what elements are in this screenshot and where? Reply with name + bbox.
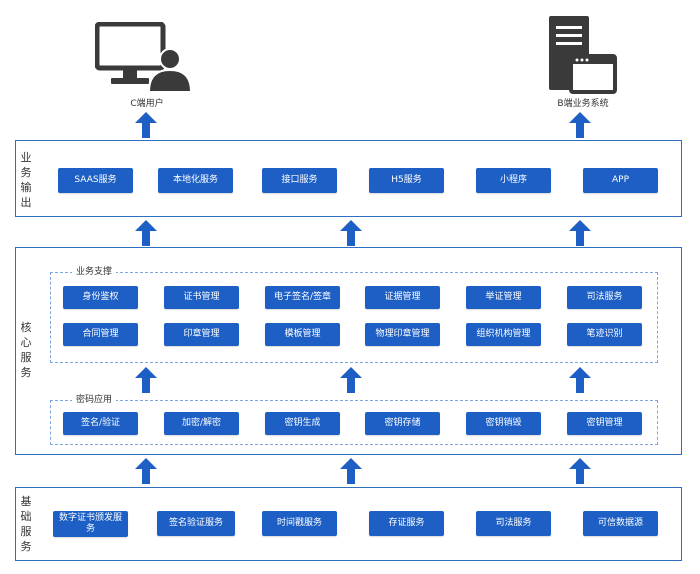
output-item[interactable]: 小程序	[476, 168, 551, 193]
monitor-user-icon	[95, 22, 193, 93]
crypto-item[interactable]: 密钥管理	[567, 412, 642, 435]
up-arrow-icon	[569, 367, 591, 393]
crypto-item[interactable]: 签名/验证	[63, 412, 138, 435]
business-support-title: 业务支撑	[72, 267, 117, 277]
up-arrow-icon	[135, 458, 157, 484]
business-item[interactable]: 笔迹识别	[567, 323, 642, 346]
output-item[interactable]: 接口服务	[262, 168, 337, 193]
b-system-label: B端业务系统	[557, 99, 609, 109]
core-layer-frame	[15, 247, 682, 455]
business-item[interactable]: 证书管理	[164, 286, 239, 309]
business-item[interactable]: 合同管理	[63, 323, 138, 346]
business-support-group	[50, 272, 658, 363]
up-arrow-icon	[135, 220, 157, 246]
c-user-label: C端用户	[130, 99, 164, 109]
up-arrow-icon	[135, 367, 157, 393]
core-layer-label: 核 心 服 务	[20, 321, 32, 379]
up-arrow-icon	[569, 112, 591, 138]
output-item[interactable]: H5服务	[369, 168, 444, 193]
up-arrow-icon	[569, 220, 591, 246]
up-arrow-icon	[135, 112, 157, 138]
business-item[interactable]: 电子签名/签章	[265, 286, 340, 309]
crypto-item[interactable]: 加密/解密	[164, 412, 239, 435]
up-arrow-icon	[340, 367, 362, 393]
business-item[interactable]: 举证管理	[466, 286, 541, 309]
base-layer-frame	[15, 487, 682, 561]
output-item[interactable]: SAAS服务	[58, 168, 133, 193]
base-layer-label: 基 础 服 务	[20, 495, 32, 553]
base-item[interactable]: 时间戳服务	[262, 511, 337, 536]
up-arrow-icon	[340, 220, 362, 246]
base-item[interactable]: 签名验证服务	[157, 511, 235, 536]
business-item[interactable]: 组织机构管理	[466, 323, 541, 346]
crypto-item[interactable]: 密钥存储	[365, 412, 440, 435]
base-item[interactable]: 存证服务	[369, 511, 444, 536]
business-item[interactable]: 证据管理	[365, 286, 440, 309]
business-item[interactable]: 身份鉴权	[63, 286, 138, 309]
crypto-app-group	[50, 400, 658, 445]
business-item[interactable]: 印章管理	[164, 323, 239, 346]
up-arrow-icon	[340, 458, 362, 484]
base-item[interactable]: 司法服务	[476, 511, 551, 536]
base-item[interactable]: 可信数据源	[583, 511, 658, 536]
business-item[interactable]: 模板管理	[265, 323, 340, 346]
business-item[interactable]: 物理印章管理	[365, 323, 440, 346]
crypto-app-title: 密码应用	[72, 395, 117, 405]
base-item[interactable]: 数字证书颁发服务	[53, 511, 128, 537]
business-item[interactable]: 司法服务	[567, 286, 642, 309]
crypto-item[interactable]: 密钥销毁	[466, 412, 541, 435]
output-item[interactable]: 本地化服务	[158, 168, 233, 193]
up-arrow-icon	[569, 458, 591, 484]
crypto-item[interactable]: 密钥生成	[265, 412, 340, 435]
output-layer-frame	[15, 140, 682, 217]
output-item[interactable]: APP	[583, 168, 658, 193]
server-window-icon	[549, 16, 617, 94]
output-layer-label: 业 务 输 出	[20, 151, 32, 209]
